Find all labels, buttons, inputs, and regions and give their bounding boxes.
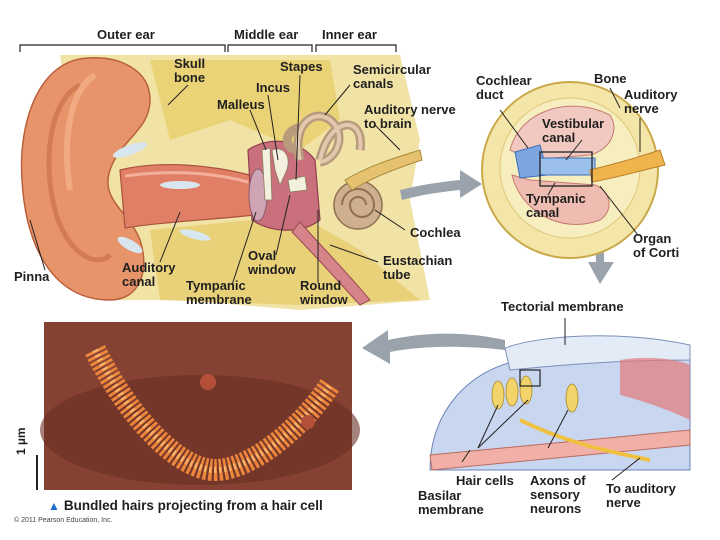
tympanic-membrane-label: Tympanic membrane bbox=[186, 278, 252, 307]
tympanic-canal-label: Tympanic canal bbox=[526, 191, 586, 220]
outer-ear-label: Outer ear bbox=[97, 27, 155, 42]
pinna-inner-fold bbox=[46, 82, 112, 263]
oval-window-label: Oval window bbox=[248, 248, 296, 277]
auditory-canal-label: Auditory canal bbox=[122, 260, 176, 289]
round-window-label: Round window bbox=[300, 278, 348, 307]
middle-ear-label: Middle ear bbox=[234, 27, 299, 42]
axons-of-sensory-neurons-label: Axons of sensory neurons bbox=[530, 473, 586, 516]
stapes-label: Stapes bbox=[280, 59, 323, 74]
hair-cells-label: Hair cells bbox=[456, 473, 514, 488]
tectorial-membrane-label: Tectorial membrane bbox=[501, 299, 624, 314]
vestibular-canal-label: Vestibular canal bbox=[542, 116, 605, 145]
inner-ear-bracket bbox=[315, 44, 397, 52]
organ-of-corti-detail bbox=[429, 318, 691, 481]
arrow-corti-to-micrograph bbox=[362, 330, 505, 364]
cochlear-duct-label: Cochlear duct bbox=[476, 73, 532, 102]
cochlea-shape bbox=[333, 180, 383, 230]
pinna-label: Pinna bbox=[14, 269, 50, 284]
eustachian-tube-label: Eustachian tube bbox=[383, 253, 453, 282]
cochlea-label: Cochlea bbox=[410, 225, 461, 240]
basilar-membrane-label: Basilar membrane bbox=[418, 488, 484, 517]
stapes-shape bbox=[287, 175, 308, 193]
semicircular-canals-label: Semicircular canals bbox=[353, 62, 432, 91]
scale-bar-label: 1 µm bbox=[14, 427, 28, 455]
incus-shape bbox=[271, 148, 289, 187]
eustachian-tube-shape bbox=[291, 221, 371, 306]
triangle-icon: ▲ bbox=[48, 499, 60, 513]
auditory-nerve-bundle bbox=[589, 149, 666, 183]
auditory-nerve-to-brain-label: Auditory nerve to brain bbox=[364, 102, 456, 131]
micrograph-caption-text: Bundled hairs projecting from a hair cel… bbox=[63, 498, 323, 513]
auditory-nerve-shape bbox=[344, 149, 423, 191]
cochlea-cross-section bbox=[481, 81, 666, 259]
auditory-nerve-label: Auditory nerve bbox=[624, 87, 678, 116]
hair-cells-shape bbox=[491, 375, 579, 413]
red-vessel-layer bbox=[620, 357, 690, 420]
region-brackets bbox=[19, 44, 397, 52]
inner-ear-label: Inner ear bbox=[322, 27, 377, 42]
ear-illustration bbox=[20, 55, 430, 310]
organ-of-corti-box bbox=[539, 151, 593, 187]
organ-of-corti-label: Organ of Corti bbox=[633, 231, 680, 260]
tectorial-membrane-shape bbox=[504, 335, 691, 371]
copyright-text: © 2011 Pearson Education, Inc. bbox=[14, 517, 113, 524]
basilar-membrane-shape bbox=[429, 429, 691, 471]
axons-shape bbox=[519, 418, 651, 462]
pinna-highlight bbox=[64, 72, 97, 191]
malleus-label: Malleus bbox=[217, 97, 265, 112]
bone-label: Bone bbox=[594, 71, 627, 86]
canal-lining bbox=[124, 171, 249, 184]
arrow-ear-to-cochlea bbox=[400, 170, 482, 200]
malleus-shape bbox=[261, 147, 273, 201]
skull-bone-label: Skull bone bbox=[174, 56, 206, 85]
incus-label: Incus bbox=[256, 80, 290, 95]
hair-bundle-box bbox=[519, 369, 541, 387]
hair-cell-micrograph bbox=[36, 322, 360, 490]
outer-ear-bracket bbox=[19, 44, 226, 52]
micrograph-caption: ▲Bundled hairs projecting from a hair ce… bbox=[48, 498, 323, 513]
middle-ear-bracket bbox=[227, 44, 313, 52]
to-auditory-nerve-label: To auditory nerve bbox=[606, 481, 676, 510]
